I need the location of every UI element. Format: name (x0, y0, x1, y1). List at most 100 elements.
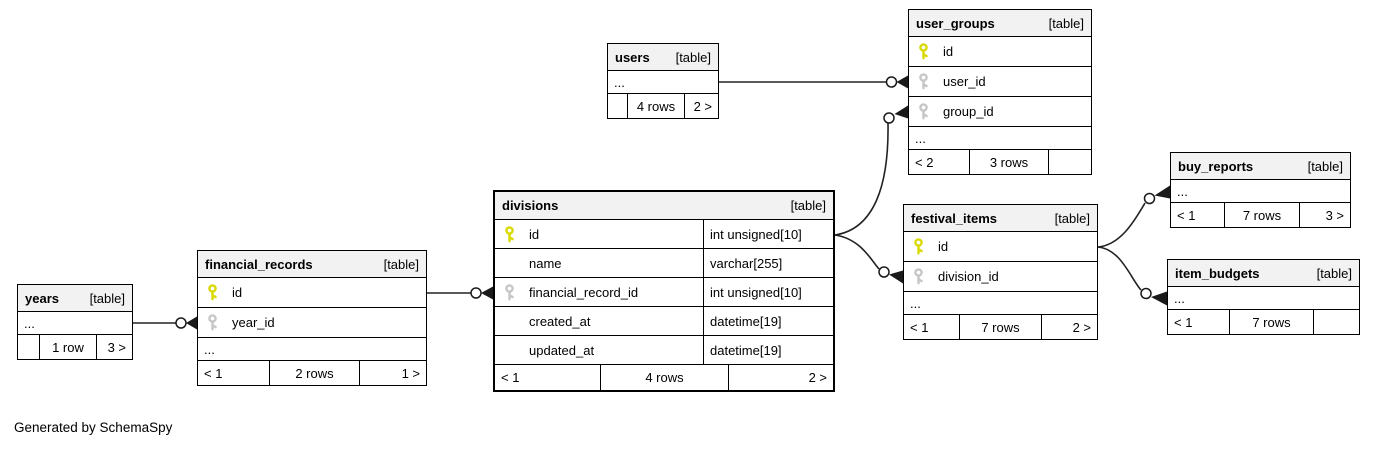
table-name: buy_reports (1178, 158, 1254, 174)
column-name: id (232, 285, 243, 300)
footer-children: 3 > (1299, 203, 1350, 227)
hidden-columns-row: ... (1168, 287, 1359, 310)
crow-foot-icon (1151, 291, 1167, 306)
table-years-header[interactable]: years [table] (18, 285, 132, 312)
table-financial-records[interactable]: financial_records [table] id year_id ...… (197, 250, 427, 386)
table-footer: 4 rows 2 > (608, 94, 718, 118)
zero-or-many-circle-icon (883, 112, 895, 124)
relationship-line-festivalitems-itembudgets (1097, 246, 1142, 291)
table-festival-items-header[interactable]: festival_items [table] (904, 205, 1097, 232)
hidden-columns-row: ... (18, 312, 132, 335)
relationship-line-festivalitems-buyreports (1097, 202, 1146, 248)
primary-key-icon (208, 284, 217, 301)
table-buy-reports[interactable]: buy_reports [table] ... < 1 7 rows 3 > (1170, 152, 1351, 228)
zero-or-many-circle-icon (885, 76, 898, 88)
column-name: created_at (529, 313, 591, 329)
table-tag: [table] (1048, 15, 1084, 31)
footer-rowcount: 7 rows (1224, 203, 1299, 227)
column-name: financial_record_id (529, 284, 639, 300)
crow-foot-icon (1154, 185, 1170, 199)
table-name: users (615, 49, 650, 65)
table-tag: [table] (1054, 210, 1090, 226)
footer-parents: < 2 (915, 154, 934, 170)
column-type: int unsigned[10] (703, 220, 833, 248)
table-row: id int unsigned[10] (495, 220, 833, 249)
zero-or-many-circle-icon (1140, 287, 1152, 300)
table-row: group_id (909, 97, 1091, 127)
footer-parents: < 1 (1174, 314, 1193, 330)
table-tag: [table] (1316, 265, 1352, 281)
footer-parents: < 1 (1177, 207, 1196, 223)
crow-foot-icon (481, 286, 493, 300)
column-type: datetime[19] (703, 307, 833, 335)
table-item-budgets[interactable]: item_budgets [table] ... < 1 7 rows (1167, 259, 1360, 335)
footer-parents: < 1 (501, 370, 520, 385)
zero-or-many-circle-icon (175, 317, 187, 329)
table-footer: < 2 3 rows (909, 150, 1091, 174)
table-user-groups-header[interactable]: user_groups [table] (909, 10, 1091, 37)
footer-children: 2 > (728, 365, 833, 390)
hidden-columns-row: ... (904, 292, 1097, 315)
footer-parents (18, 335, 39, 359)
footer-rowcount: 7 rows (1229, 310, 1313, 334)
table-name: festival_items (911, 210, 997, 226)
table-years[interactable]: years [table] ... 1 row 3 > (17, 284, 133, 360)
relationship-line-divisions-usergroups (834, 122, 889, 236)
crow-foot-icon (889, 270, 903, 284)
table-row: division_id (904, 262, 1097, 292)
table-divisions-header[interactable]: divisions [table] (495, 192, 833, 220)
relationship-line-divisions-festivalitems (834, 234, 880, 270)
table-tag: [table] (675, 49, 711, 65)
table-row: name varchar[255] (495, 249, 833, 278)
footer-children (1313, 310, 1359, 334)
table-footer: < 1 7 rows (1168, 310, 1359, 334)
column-name: updated_at (529, 342, 595, 358)
column-type: datetime[19] (703, 336, 833, 364)
crow-foot-icon (186, 316, 197, 330)
table-footer: < 1 4 rows 2 > (495, 365, 833, 390)
table-users-header[interactable]: users [table] (608, 44, 718, 71)
table-divisions[interactable]: divisions [table] id int unsigned[10] na… (493, 190, 835, 392)
foreign-key-icon (914, 268, 923, 285)
table-user-groups[interactable]: user_groups [table] id user_id group_id … (908, 9, 1092, 175)
table-name: item_budgets (1175, 265, 1260, 281)
hidden-columns-row: ... (909, 127, 1091, 150)
footer-parents: < 1 (910, 319, 929, 335)
footer-rowcount: 7 rows (959, 315, 1041, 339)
table-footer: < 1 7 rows 3 > (1171, 203, 1350, 227)
column-type: varchar[255] (703, 249, 833, 277)
column-name: year_id (232, 315, 275, 330)
column-name: id (943, 44, 954, 59)
table-footer: 1 row 3 > (18, 335, 132, 359)
table-item-budgets-header[interactable]: item_budgets [table] (1168, 260, 1359, 287)
primary-key-icon (914, 238, 923, 255)
footer-parents: < 1 (204, 365, 223, 381)
crow-foot-icon (894, 105, 908, 119)
foreign-key-icon (505, 283, 514, 300)
table-name: divisions (502, 198, 559, 213)
hidden-columns-row: ... (608, 71, 718, 94)
table-row: financial_record_id int unsigned[10] (495, 278, 833, 307)
table-row: updated_at datetime[19] (495, 336, 833, 365)
table-tag: [table] (1307, 158, 1343, 174)
foreign-key-icon (919, 103, 928, 120)
table-footer: < 1 7 rows 2 > (904, 315, 1097, 339)
table-row: user_id (909, 67, 1091, 97)
table-users[interactable]: users [table] ... 4 rows 2 > (607, 43, 719, 119)
foreign-key-icon (208, 314, 217, 331)
footer-children: 3 > (96, 335, 132, 359)
zero-or-many-circle-icon (878, 266, 890, 278)
table-financial-records-header[interactable]: financial_records [table] (198, 251, 426, 278)
footer-rowcount: 1 row (39, 335, 96, 359)
hidden-columns-row: ... (198, 338, 426, 361)
footer-rowcount: 4 rows (627, 94, 684, 118)
table-festival-items[interactable]: festival_items [table] id division_id ..… (903, 204, 1098, 340)
primary-key-icon (919, 43, 928, 60)
table-tag: [table] (89, 290, 125, 306)
column-name: group_id (943, 104, 994, 119)
crow-foot-icon (896, 75, 908, 89)
table-footer: < 1 2 rows 1 > (198, 361, 426, 385)
table-buy-reports-header[interactable]: buy_reports [table] (1171, 153, 1350, 180)
table-name: years (25, 290, 59, 306)
